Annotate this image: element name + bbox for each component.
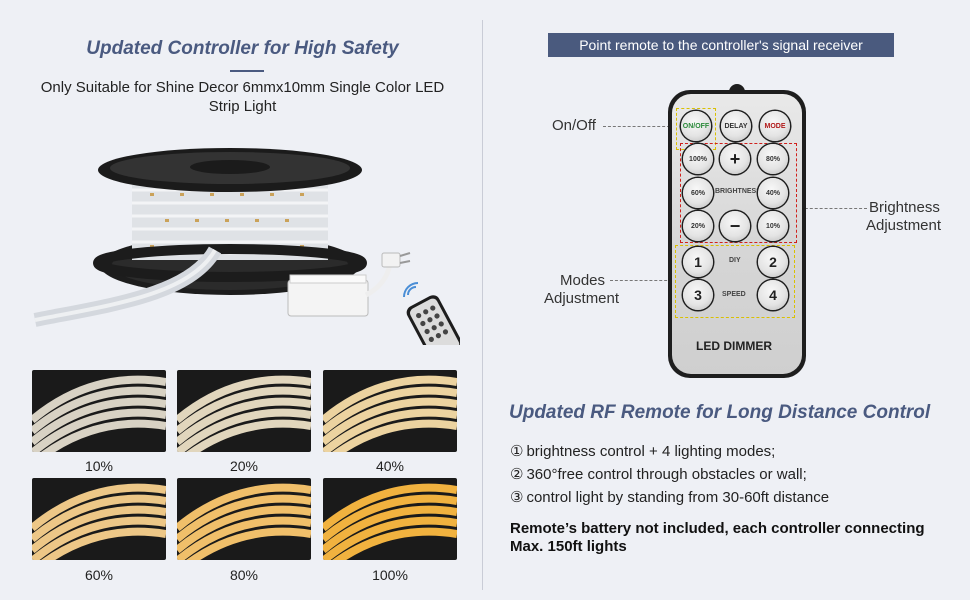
brightness-highlight-box xyxy=(680,143,797,243)
speed-label: SPEED xyxy=(722,291,746,298)
compatibility-note: Only Suitable for Shine Decor 6mmx10mm S… xyxy=(40,79,445,115)
feature-number: ② xyxy=(510,466,524,483)
diy-label: DIY xyxy=(729,257,741,264)
led-strip-sample xyxy=(177,478,311,560)
callout-brightness-2: Adjustment xyxy=(866,217,942,234)
feature-text: 360°free control through obstacles or wa… xyxy=(526,466,807,483)
brightness-sample-5 xyxy=(177,478,311,560)
brightness-sample-4 xyxy=(32,478,166,560)
brightness-level-label: 10% xyxy=(84,458,114,474)
brightness-80-button[interactable]: 80% xyxy=(758,144,788,174)
callout-brightness-1: Brightness xyxy=(869,199,940,216)
brightness-sample-1 xyxy=(32,370,166,452)
remote-title: Updated RF Remote for Long Distance Cont… xyxy=(509,402,931,423)
controller-title: Updated Controller for High Safety xyxy=(86,38,399,59)
modes-highlight-box xyxy=(675,245,795,318)
brightness-40-button[interactable]: 40% xyxy=(758,178,788,208)
product-photo xyxy=(30,135,463,362)
column-divider xyxy=(482,20,483,590)
remote-lanyard-loop xyxy=(729,84,745,92)
onoff-button[interactable]: ON/OFF xyxy=(681,111,711,141)
brightness-label: BRIGHTNESS xyxy=(715,188,761,195)
brightness-20-button[interactable]: 20% xyxy=(683,211,713,241)
brightness-level-label: 20% xyxy=(229,458,259,474)
brightness-level-label: 60% xyxy=(84,567,114,583)
feature-number: ③ xyxy=(510,489,524,506)
feature-text: brightness control + 4 lighting modes; xyxy=(526,443,776,460)
brightness-down-button[interactable]: − xyxy=(720,211,750,241)
brightness-sample-6 xyxy=(323,478,457,560)
led-strip-sample xyxy=(323,370,457,452)
callout-line-modes xyxy=(610,280,677,281)
feature-text: control light by standing from 30-60ft d… xyxy=(526,489,830,506)
brightness-sample-3 xyxy=(323,370,457,452)
mode-2-button[interactable]: 2 xyxy=(758,247,788,277)
remote-instruction-banner: Point remote to the controller's signal … xyxy=(548,33,894,57)
delay-button[interactable]: DELAY xyxy=(721,111,751,141)
brightness-level-label: 40% xyxy=(375,458,405,474)
led-strip-sample xyxy=(323,478,457,560)
mode-button[interactable]: MODE xyxy=(760,111,790,141)
brightness-sample-2 xyxy=(177,370,311,452)
brightness-60-button[interactable]: 60% xyxy=(683,178,713,208)
brightness-level-label: 80% xyxy=(229,567,259,583)
remote-brand-label: LED DIMMER xyxy=(696,339,772,353)
brightness-100-button[interactable]: 100% xyxy=(683,144,713,174)
led-strip-sample xyxy=(32,478,166,560)
feature-number: ① xyxy=(510,443,524,460)
callout-onoff: On/Off xyxy=(552,117,596,134)
brightness-10-button[interactable]: 10% xyxy=(758,211,788,241)
led-strip-sample xyxy=(32,370,166,452)
callout-line-onoff xyxy=(603,126,675,127)
mode-1-button[interactable]: 1 xyxy=(683,247,713,277)
mode-4-button[interactable]: 4 xyxy=(758,280,788,310)
callout-modes-2: Adjustment xyxy=(544,290,620,307)
callout-modes-1: Modes xyxy=(560,272,606,289)
title-underline xyxy=(230,70,264,72)
battery-note: Remote’s battery not included, each cont… xyxy=(510,520,925,555)
mode-3-button[interactable]: 3 xyxy=(683,280,713,310)
brightness-up-button[interactable]: + xyxy=(720,144,750,174)
remote-face: ON/OFF DELAY MODE 100% + 80% 60% BRIGHTN… xyxy=(672,94,802,374)
led-reel-illustration xyxy=(33,148,463,362)
led-strip-sample xyxy=(177,370,311,452)
callout-line-brightness xyxy=(795,208,867,209)
brightness-level-label: 100% xyxy=(372,567,408,583)
